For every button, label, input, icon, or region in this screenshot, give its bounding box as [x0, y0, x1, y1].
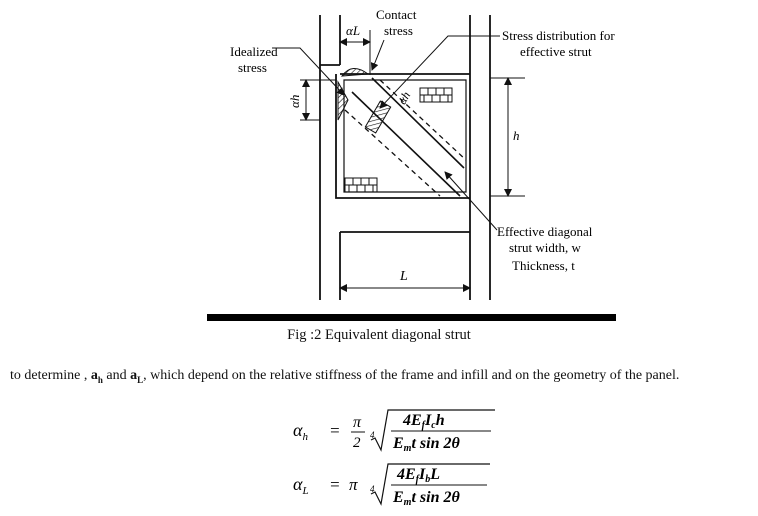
h-dimension [490, 77, 525, 197]
svg-text:=: = [329, 475, 340, 494]
equation-alpha-l: αL = π 4 4EfIbL Emt sin 2θ [285, 460, 505, 515]
svg-text:αh: αh [293, 420, 308, 443]
alpha-h-left-label: αh [287, 95, 302, 108]
h-label: h [513, 128, 520, 143]
alpha-l-dimension [339, 30, 371, 75]
svg-text:4: 4 [370, 430, 375, 440]
body-text-after: , which depend on the relative stiffness… [143, 368, 680, 383]
alpha-l-ref: aL [130, 368, 144, 385]
strut-label-1: Effective diagonal [497, 224, 593, 239]
svg-text:4: 4 [370, 484, 375, 494]
strut-label-3: Thickness, t [512, 258, 575, 273]
equivalent-strut-figure: αL αh αh Contact stress Idealized stress… [230, 7, 615, 300]
diagonal-strut [344, 77, 467, 197]
alpha-h-ref: ah [90, 368, 103, 385]
svg-text:Emt sin 2θ: Emt sin 2θ [392, 435, 460, 454]
frame-columns [319, 15, 491, 300]
svg-text:2: 2 [353, 435, 361, 451]
svg-text:αL: αL [293, 474, 309, 497]
stress-distribution-label-2: effective strut [520, 44, 592, 59]
contact-stress-label-2: stress [384, 23, 413, 38]
svg-text:4EfIch: 4EfIch [402, 412, 445, 431]
alpha-h-dimension [300, 79, 336, 121]
idealized-stress-label-2: stress [238, 60, 267, 75]
alpha-h-inner-label: αh [395, 89, 413, 107]
contact-stress-label-1: Contact [376, 7, 417, 22]
figure-caption: Fig :2 Equivalent diagonal strut [287, 327, 471, 343]
brick-symbol [344, 87, 453, 193]
alpha-l-label: αL [346, 23, 360, 38]
svg-text:π: π [349, 475, 358, 494]
idealized-stress-shape [337, 80, 349, 121]
l-label: L [399, 269, 408, 284]
svg-text:=: = [329, 421, 340, 440]
figure-bottom-rule [207, 314, 616, 321]
body-paragraph: to determine , ah and aL, which depend o… [10, 368, 680, 385]
svg-text:4EfIbL: 4EfIbL [396, 466, 440, 485]
equation-alpha-h: αh = π 2 4 4EfIch Emt sin 2θ [285, 404, 505, 459]
stress-distribution-label-1: Stress distribution for [502, 28, 615, 43]
svg-text:π: π [353, 414, 362, 431]
svg-text:Emt sin 2θ: Emt sin 2θ [392, 489, 460, 508]
strut-label-2: strut width, w [509, 240, 581, 255]
body-text-before: to determine , [10, 368, 91, 383]
idealized-stress-label-1: Idealized [230, 44, 278, 59]
contact-stress-shape [340, 68, 370, 77]
